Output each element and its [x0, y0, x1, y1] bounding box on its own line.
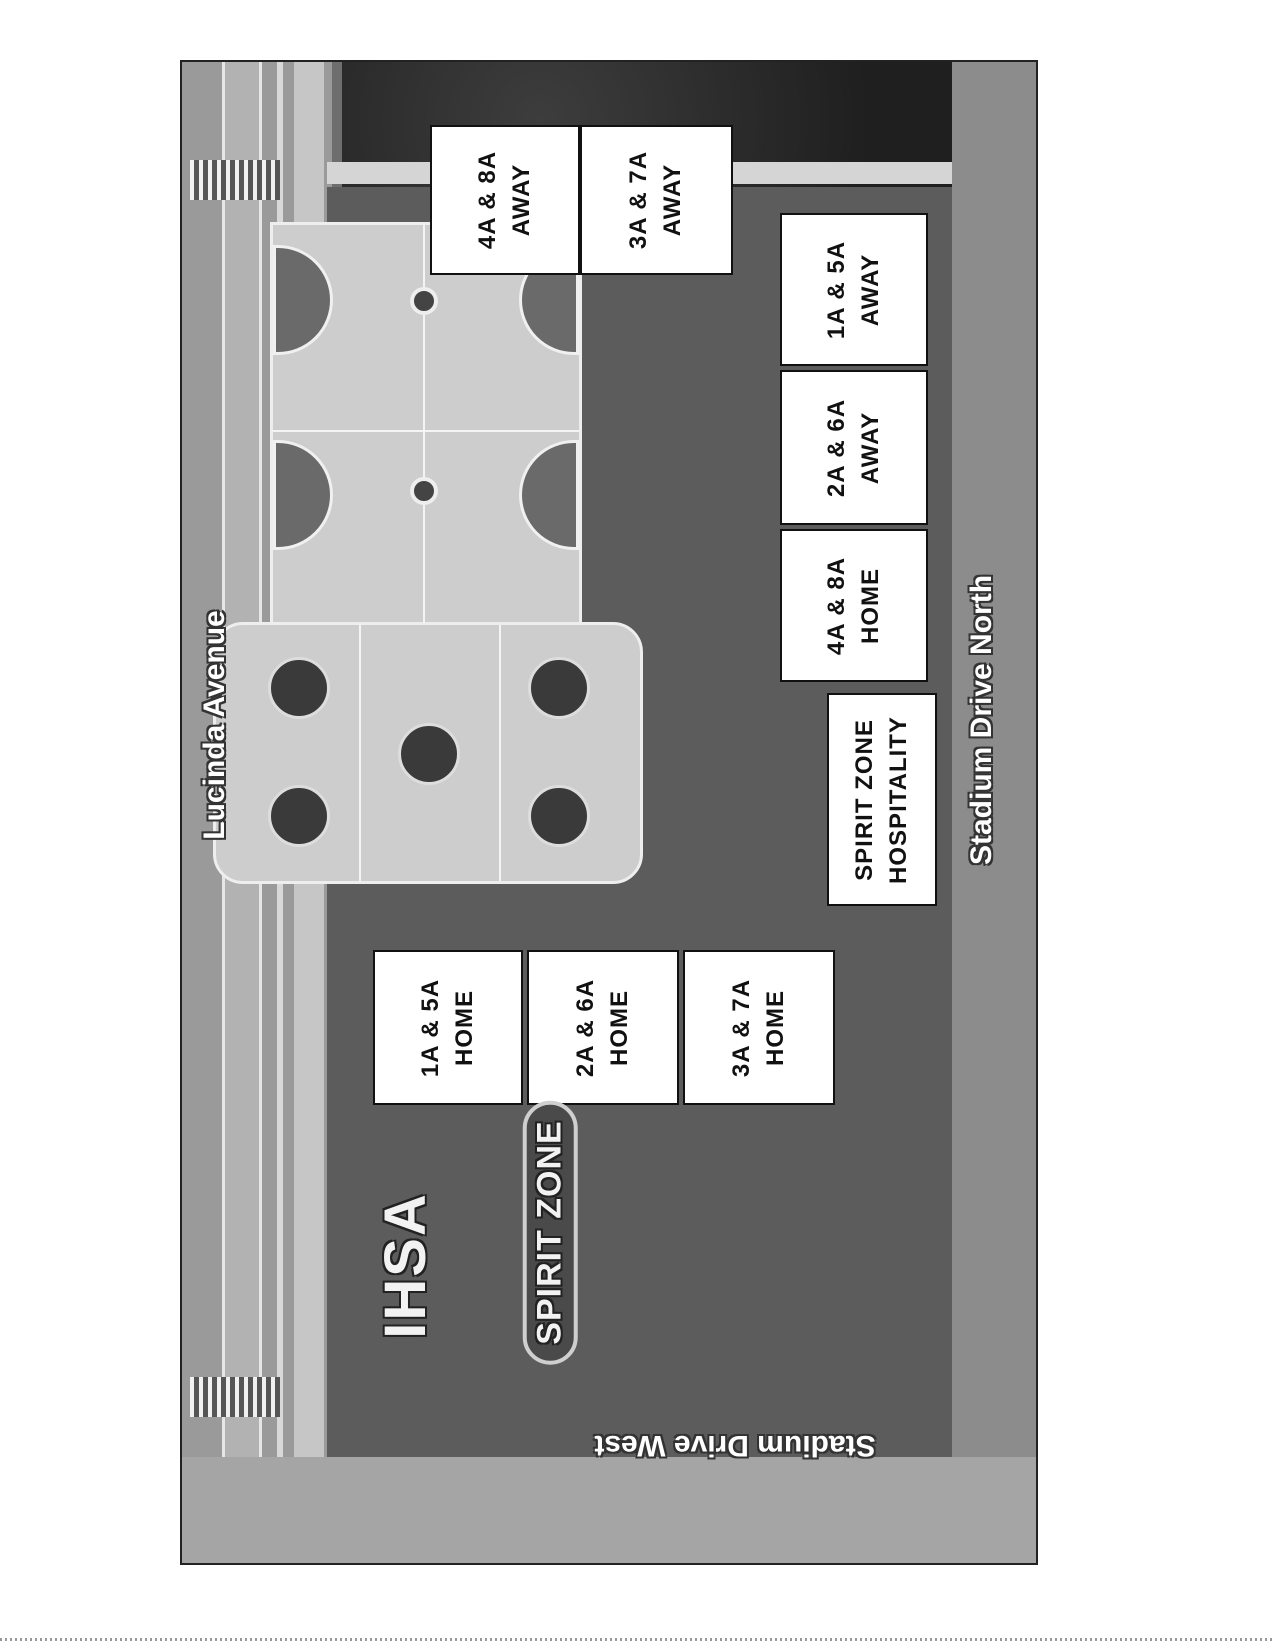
zone-2a-6a-home: 2A & 6A HOME	[527, 950, 679, 1105]
key-area	[273, 440, 333, 550]
center-circle	[410, 477, 438, 505]
street-label-stadium-north: Stadium Drive North	[965, 574, 998, 866]
zone-label: 3A & 7A HOME	[727, 978, 789, 1077]
stadium-drive-west-road	[182, 1457, 1036, 1563]
zone-1a-5a-away: 1A & 5A AWAY	[780, 213, 928, 366]
ihsa-logo: IHSA	[372, 1191, 438, 1339]
basketball-courts	[270, 222, 582, 642]
stadium-drive-north-road	[952, 62, 1036, 1563]
zone-spirit-hospitality: SPIRIT ZONE HOSPITALITY	[827, 693, 937, 906]
scan-artifact-line	[0, 1638, 1275, 1641]
rink-line	[359, 625, 361, 881]
faceoff-circle	[268, 657, 330, 719]
faceoff-circle	[398, 723, 460, 785]
zone-label: SPIRIT ZONE HOSPITALITY	[851, 715, 913, 884]
court-divider	[273, 430, 579, 432]
faceoff-circle	[528, 657, 590, 719]
hockey-rink	[213, 622, 643, 884]
zone-2a-6a-away: 2A & 6A AWAY	[780, 370, 928, 525]
zone-4a-8a-home: 4A & 8A HOME	[780, 529, 928, 682]
court-midline	[423, 225, 425, 639]
zone-label: 4A & 8A AWAY	[473, 150, 535, 250]
crosswalk-north	[190, 160, 280, 200]
zone-label: 1A & 5A AWAY	[822, 240, 884, 339]
zone-label: 3A & 7A AWAY	[625, 150, 687, 250]
faceoff-circle	[268, 785, 330, 847]
zone-label: 2A & 6A AWAY	[822, 398, 884, 497]
zone-1a-5a-home: 1A & 5A HOME	[373, 950, 523, 1105]
street-label-stadium-west: Stadium Drive West	[594, 1429, 876, 1462]
key-area	[519, 440, 579, 550]
street-label-lucinda: Lucinda Avenue	[198, 610, 231, 840]
faceoff-circle	[528, 785, 590, 847]
spirit-zone-logo: SPIRIT ZONE	[495, 1100, 605, 1365]
zone-label: 4A & 8A HOME	[822, 556, 884, 655]
crosswalk-south	[190, 1377, 280, 1417]
zone-label: 2A & 6A HOME	[571, 978, 633, 1077]
center-circle	[410, 287, 438, 315]
zone-3a-7a-home: 3A & 7A HOME	[683, 950, 835, 1105]
zone-3a-7a-away: 3A & 7A AWAY	[580, 125, 733, 275]
rink-line	[499, 625, 501, 881]
zone-4a-8a-away: 4A & 8A AWAY	[430, 125, 580, 275]
key-area	[273, 245, 333, 355]
zone-label: 1A & 5A HOME	[416, 978, 478, 1077]
